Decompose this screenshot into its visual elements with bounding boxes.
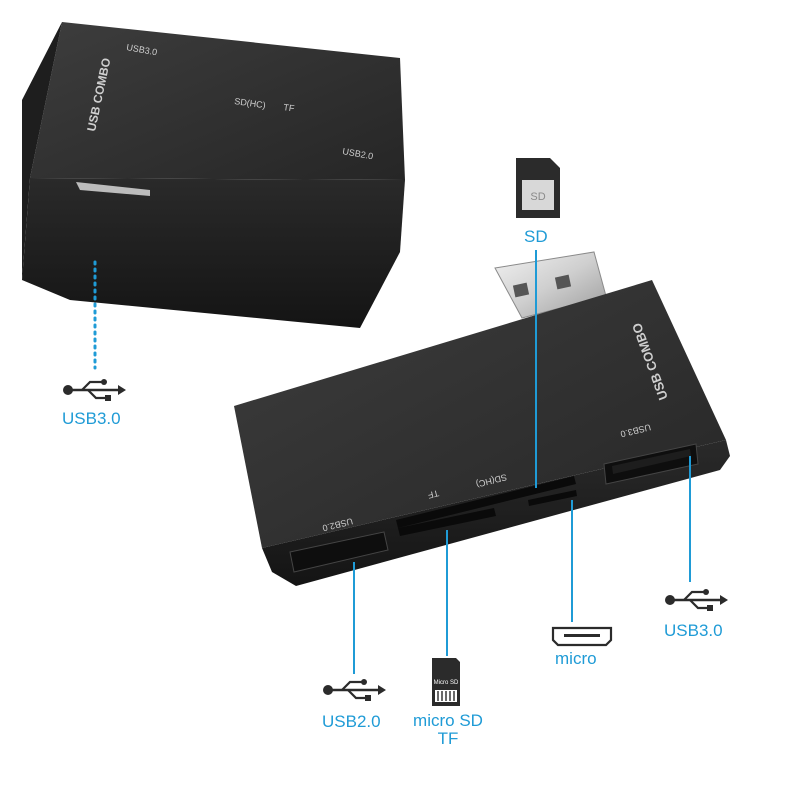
micro-sd-label-line1: micro SD	[413, 711, 483, 730]
main-hub-usb-plug	[494, 251, 607, 319]
main-hub-top-face	[234, 280, 726, 548]
usb20-label: USB2.0	[322, 712, 381, 731]
sd-card-text: SD	[530, 191, 545, 203]
micro-sd-card-text: Micro SD	[434, 680, 459, 686]
usb-trident-icon-bottom	[323, 679, 386, 701]
sd-card-icon: SD	[516, 158, 560, 218]
micro-label: micro	[555, 649, 597, 668]
main-hub: USB COMBO USB3.0 SD(HC) TF USB2.0	[234, 251, 730, 586]
sd-label: SD	[524, 227, 548, 246]
main-hub-tf-slot	[398, 508, 496, 536]
usb30-left-label: USB3.0	[62, 409, 121, 428]
top-hub-top-face	[30, 22, 405, 180]
top-hub-side-face	[22, 178, 405, 328]
top-hub-sd-marking: SD(HC)	[234, 96, 267, 110]
main-hub-sd-slot	[396, 476, 576, 528]
usb30-right-label: USB3.0	[664, 621, 723, 640]
usb-trident-icon-right	[665, 589, 728, 611]
micro-sd-label: micro SD TF	[398, 712, 498, 748]
top-hub: USB COMBO USB3.0 SD(HC) TF USB2.0	[22, 22, 405, 328]
main-hub-usb20-port	[289, 531, 389, 573]
top-hub-tf-marking: TF	[283, 102, 296, 114]
usb-trident-icon-left	[63, 379, 126, 401]
micro-sd-label-line2: TF	[437, 729, 459, 748]
micro-usb-port-icon	[551, 626, 613, 647]
main-hub-tf-marking: TF	[426, 488, 440, 500]
main-hub-micro-port	[528, 490, 577, 506]
micro-sd-card-icon: Micro SD	[432, 658, 460, 706]
